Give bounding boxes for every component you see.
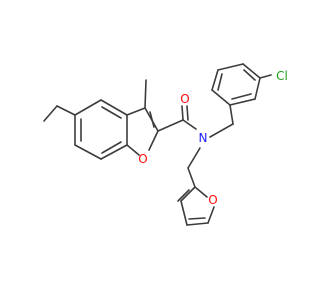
methyl-bond: [144, 79, 147, 109]
amide-nitrogen-label: N: [199, 131, 208, 145]
chlorophenyl-ring: [211, 63, 261, 106]
benzyl-ch2-bond: [229, 104, 234, 125]
n-benzyl-bond: [209, 123, 234, 138]
c-cl-bond: [259, 74, 272, 79]
molecule-structure-diagram: O N O O Cl: [43, 63, 288, 226]
carbonyl-oxygen-label: O: [180, 92, 189, 106]
benzofuran-oxygen-label: O: [138, 152, 147, 166]
benzene-ring: [74, 99, 128, 160]
furylmethyl-ch2-bond: [187, 167, 196, 188]
chlorine-label: Cl: [276, 69, 288, 83]
benzofuran-furan-ring: [126, 107, 159, 156]
furyl-ring: [177, 186, 215, 226]
amide-group: [157, 105, 197, 132]
furan-oxygen-label: O: [208, 193, 217, 207]
ethyl-group: [43, 105, 76, 122]
n-furylmethyl-bond: [187, 147, 201, 169]
